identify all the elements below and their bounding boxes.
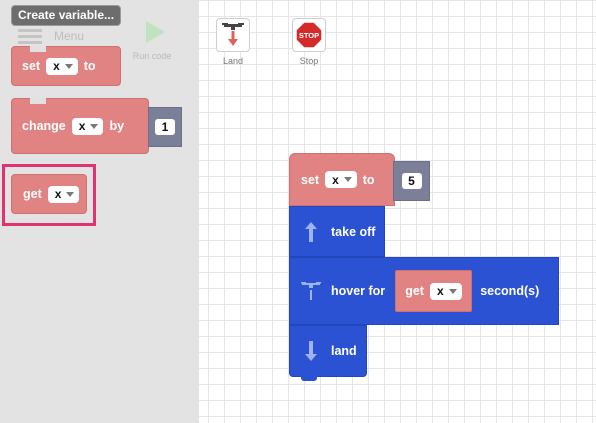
- flyout-set-block[interactable]: set x to: [11, 46, 121, 86]
- land-toolbar-button[interactable]: Land: [216, 18, 250, 66]
- arrow-down-icon: [305, 341, 317, 361]
- number-value[interactable]: 5: [401, 173, 422, 189]
- run-code-button[interactable]: Run code: [133, 20, 173, 61]
- to-keyword: to: [83, 59, 96, 73]
- arrow-up-icon: [305, 221, 317, 242]
- stop-label: Stop: [299, 56, 319, 66]
- get-keyword: get: [23, 187, 42, 201]
- variable-dropdown[interactable]: x: [71, 117, 104, 135]
- chevron-down-icon: [343, 177, 352, 182]
- land-block[interactable]: land: [289, 325, 367, 377]
- number-input-slot[interactable]: 5: [393, 161, 430, 201]
- chevron-down-icon: [66, 191, 75, 197]
- selection-highlight: [2, 164, 96, 226]
- variable-name: x: [78, 119, 86, 133]
- drone-hover-icon: [301, 282, 321, 300]
- variable-name: x: [332, 172, 339, 187]
- chevron-down-icon: [90, 123, 99, 129]
- menu-button[interactable]: Menu: [18, 28, 84, 44]
- inline-get-block[interactable]: get x: [395, 270, 473, 312]
- variable-name: x: [54, 187, 62, 201]
- flyout-get-block[interactable]: get x: [11, 174, 87, 214]
- land-label: Land: [222, 56, 244, 66]
- variable-name: x: [436, 284, 444, 298]
- to-keyword: to: [362, 172, 375, 187]
- take-off-label: take off: [331, 224, 376, 239]
- set-keyword: set: [301, 172, 320, 187]
- change-keyword: change: [22, 119, 66, 133]
- block-notch: [30, 46, 46, 52]
- take-off-block[interactable]: take off: [289, 206, 385, 257]
- by-keyword: by: [109, 119, 125, 133]
- variable-dropdown[interactable]: x: [46, 57, 78, 75]
- land-icon: [222, 23, 244, 46]
- stop-toolbar-button[interactable]: STOP Stop: [292, 18, 326, 66]
- land-button[interactable]: [216, 18, 250, 52]
- chevron-down-icon: [448, 288, 457, 294]
- stop-button[interactable]: STOP: [292, 18, 326, 52]
- block-notch: [30, 98, 46, 104]
- number-input-slot[interactable]: 1: [148, 107, 182, 147]
- run-code-label: Run code: [132, 51, 172, 61]
- stop-sign-icon: STOP: [295, 21, 323, 49]
- chevron-down-icon: [64, 63, 73, 69]
- variable-dropdown[interactable]: x: [325, 171, 357, 188]
- variable-dropdown[interactable]: x: [47, 185, 80, 203]
- flyout-change-block[interactable]: change x by: [11, 98, 149, 154]
- land-label: land: [331, 344, 357, 358]
- variables-flyout: Menu Run code Create variable... set x t…: [0, 0, 199, 423]
- variable-name: x: [53, 59, 60, 73]
- hover-block[interactable]: hover for get x second(s): [289, 257, 559, 325]
- create-variable-button[interactable]: Create variable...: [12, 6, 121, 25]
- stop-sign-text: STOP: [299, 31, 319, 40]
- block-connector-tab: [301, 376, 317, 381]
- number-value[interactable]: 1: [155, 119, 175, 135]
- program-set-block[interactable]: set x to: [289, 153, 395, 206]
- hover-for-label: hover for: [331, 284, 386, 298]
- set-keyword: set: [22, 59, 41, 73]
- play-icon: [146, 21, 165, 43]
- variable-dropdown[interactable]: x: [429, 282, 462, 300]
- seconds-label: second(s): [480, 284, 540, 298]
- get-keyword: get: [405, 284, 424, 298]
- menu-label: Menu: [54, 29, 85, 43]
- hamburger-menu-icon: [18, 29, 42, 44]
